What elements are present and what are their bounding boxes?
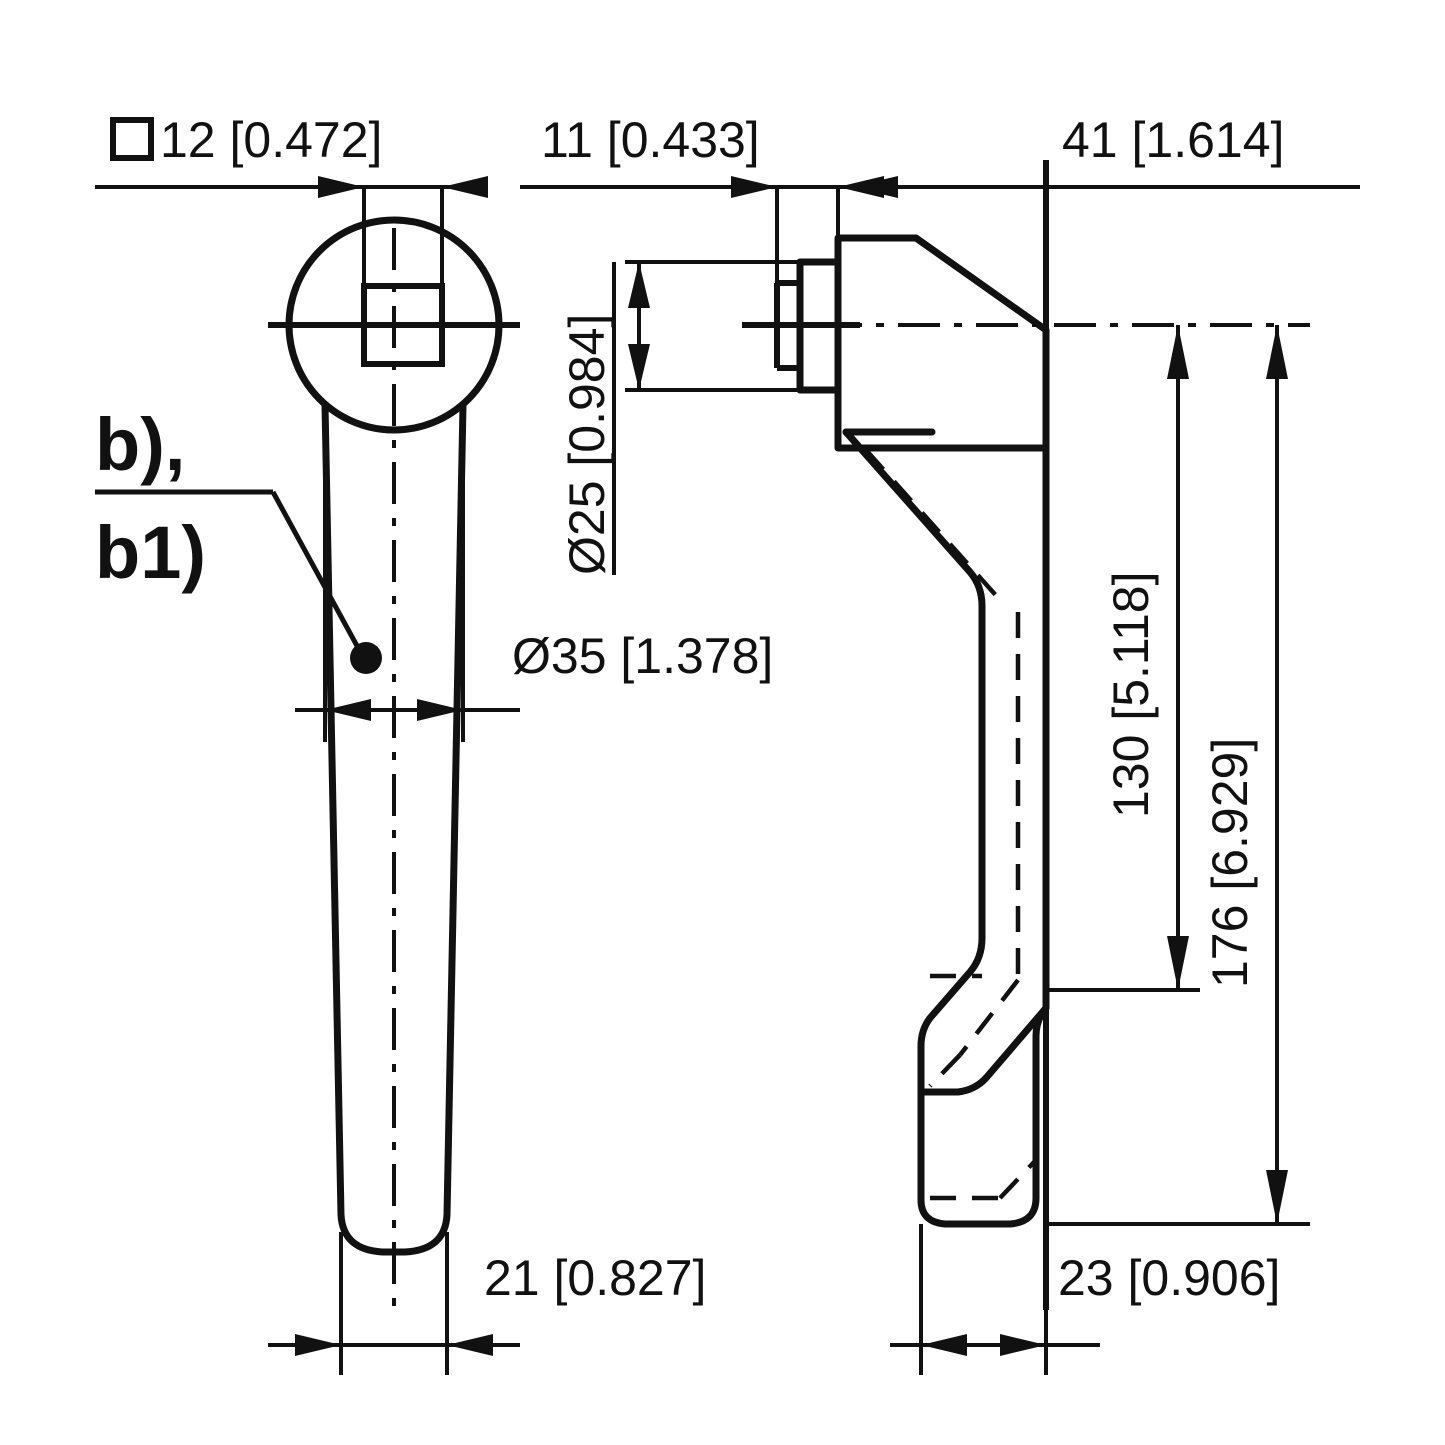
front-view <box>268 216 520 1310</box>
dim-label-height-130: 130 [5.118] <box>1103 571 1159 818</box>
side-lever-fold-edge <box>917 1004 1050 1096</box>
dimension-height-130 <box>1046 325 1200 992</box>
side-hub-block <box>834 234 1050 452</box>
arrow-head-dia-left <box>325 699 371 721</box>
dim-label-square-hole: 12 [0.472] <box>160 112 382 168</box>
callout-leader-line <box>270 490 365 657</box>
arrow-176-top <box>1266 325 1288 379</box>
callout-label-line1: b), <box>95 403 185 486</box>
arrow-boss-dia-bottom <box>628 344 650 390</box>
arrow-boss-dia-top <box>628 262 650 308</box>
arrow-handle-left <box>295 1334 341 1356</box>
square-symbol-icon <box>110 117 154 161</box>
arrow-130-top <box>1167 325 1189 379</box>
dimension-handle-width <box>268 1232 520 1375</box>
dimension-boss-diameter <box>612 260 810 575</box>
side-lever-outline <box>842 428 1050 1228</box>
arrow-foot-right <box>1000 1334 1046 1356</box>
arrow-130-bottom <box>1167 936 1189 990</box>
arrow-square-left <box>318 176 364 198</box>
item-callout <box>95 489 382 674</box>
arrow-176-bottom <box>1266 1170 1288 1224</box>
dimension-offset-depth <box>848 176 1360 330</box>
side-hidden-lower-crank <box>958 978 1020 1057</box>
dim-label-boss-length: 11 [0.433] <box>541 112 760 168</box>
arrow-square-right <box>442 176 488 198</box>
side-hidden-lower-crank-2 <box>928 1053 962 1088</box>
dim-label-boss-diameter: Ø25 [0.984] <box>559 314 615 575</box>
dimension-square-hole <box>95 176 488 290</box>
dim-label-height-176: 176 [6.929] <box>1202 738 1258 988</box>
dim-label-foot-width: 23 [0.906] <box>1058 1250 1280 1306</box>
callout-leader-dot <box>350 642 382 674</box>
arrow-head-dia-right <box>417 699 463 721</box>
arrow-handle-right <box>447 1334 493 1356</box>
dimension-foot-width <box>890 1224 1100 1375</box>
arrow-foot-left <box>921 1334 967 1356</box>
dim-label-offset-depth: 41 [1.614] <box>1062 112 1284 168</box>
dimension-boss-length <box>520 176 884 290</box>
side-hidden-foot-2 <box>998 1158 1038 1200</box>
callout-label-line2: b1) <box>95 511 206 594</box>
dim-label-handle-width: 21 [0.827] <box>484 1250 706 1306</box>
arrow-boss-left <box>731 176 777 198</box>
side-hidden-upper-crank <box>864 448 1002 602</box>
dimension-head-diameter <box>295 405 520 742</box>
dimension-height-176 <box>1046 325 1310 1226</box>
side-view <box>742 160 1310 1310</box>
dim-label-head-diameter: Ø35 [1.378] <box>512 628 773 684</box>
arrow-offset-left <box>852 176 898 198</box>
